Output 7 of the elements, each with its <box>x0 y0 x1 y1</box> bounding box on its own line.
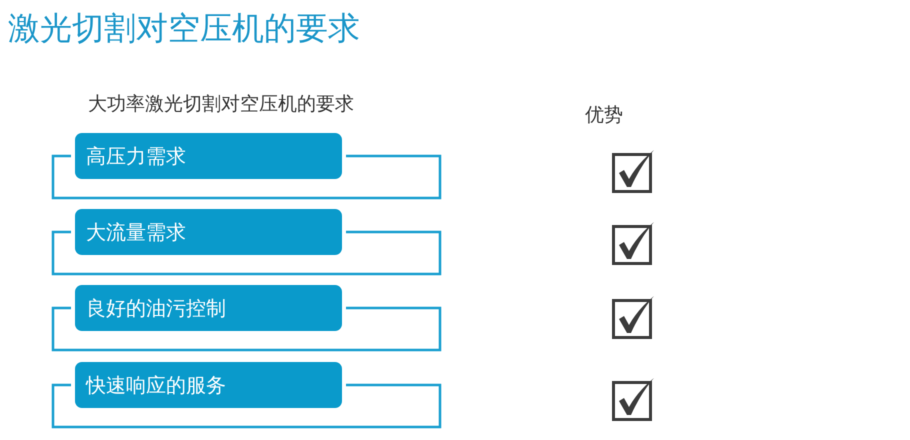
title: 激光切割对空压机的要求 <box>8 8 360 48</box>
requirement-box: 大流量需求 <box>75 209 342 255</box>
column-heading: 大功率激光切割对空压机的要求 <box>88 92 354 116</box>
requirement-box: 快速响应的服务 <box>75 362 342 408</box>
requirement-box: 良好的油污控制 <box>75 285 342 331</box>
requirement-box: 高压力需求 <box>75 133 342 179</box>
column-heading: 优势 <box>585 103 623 127</box>
